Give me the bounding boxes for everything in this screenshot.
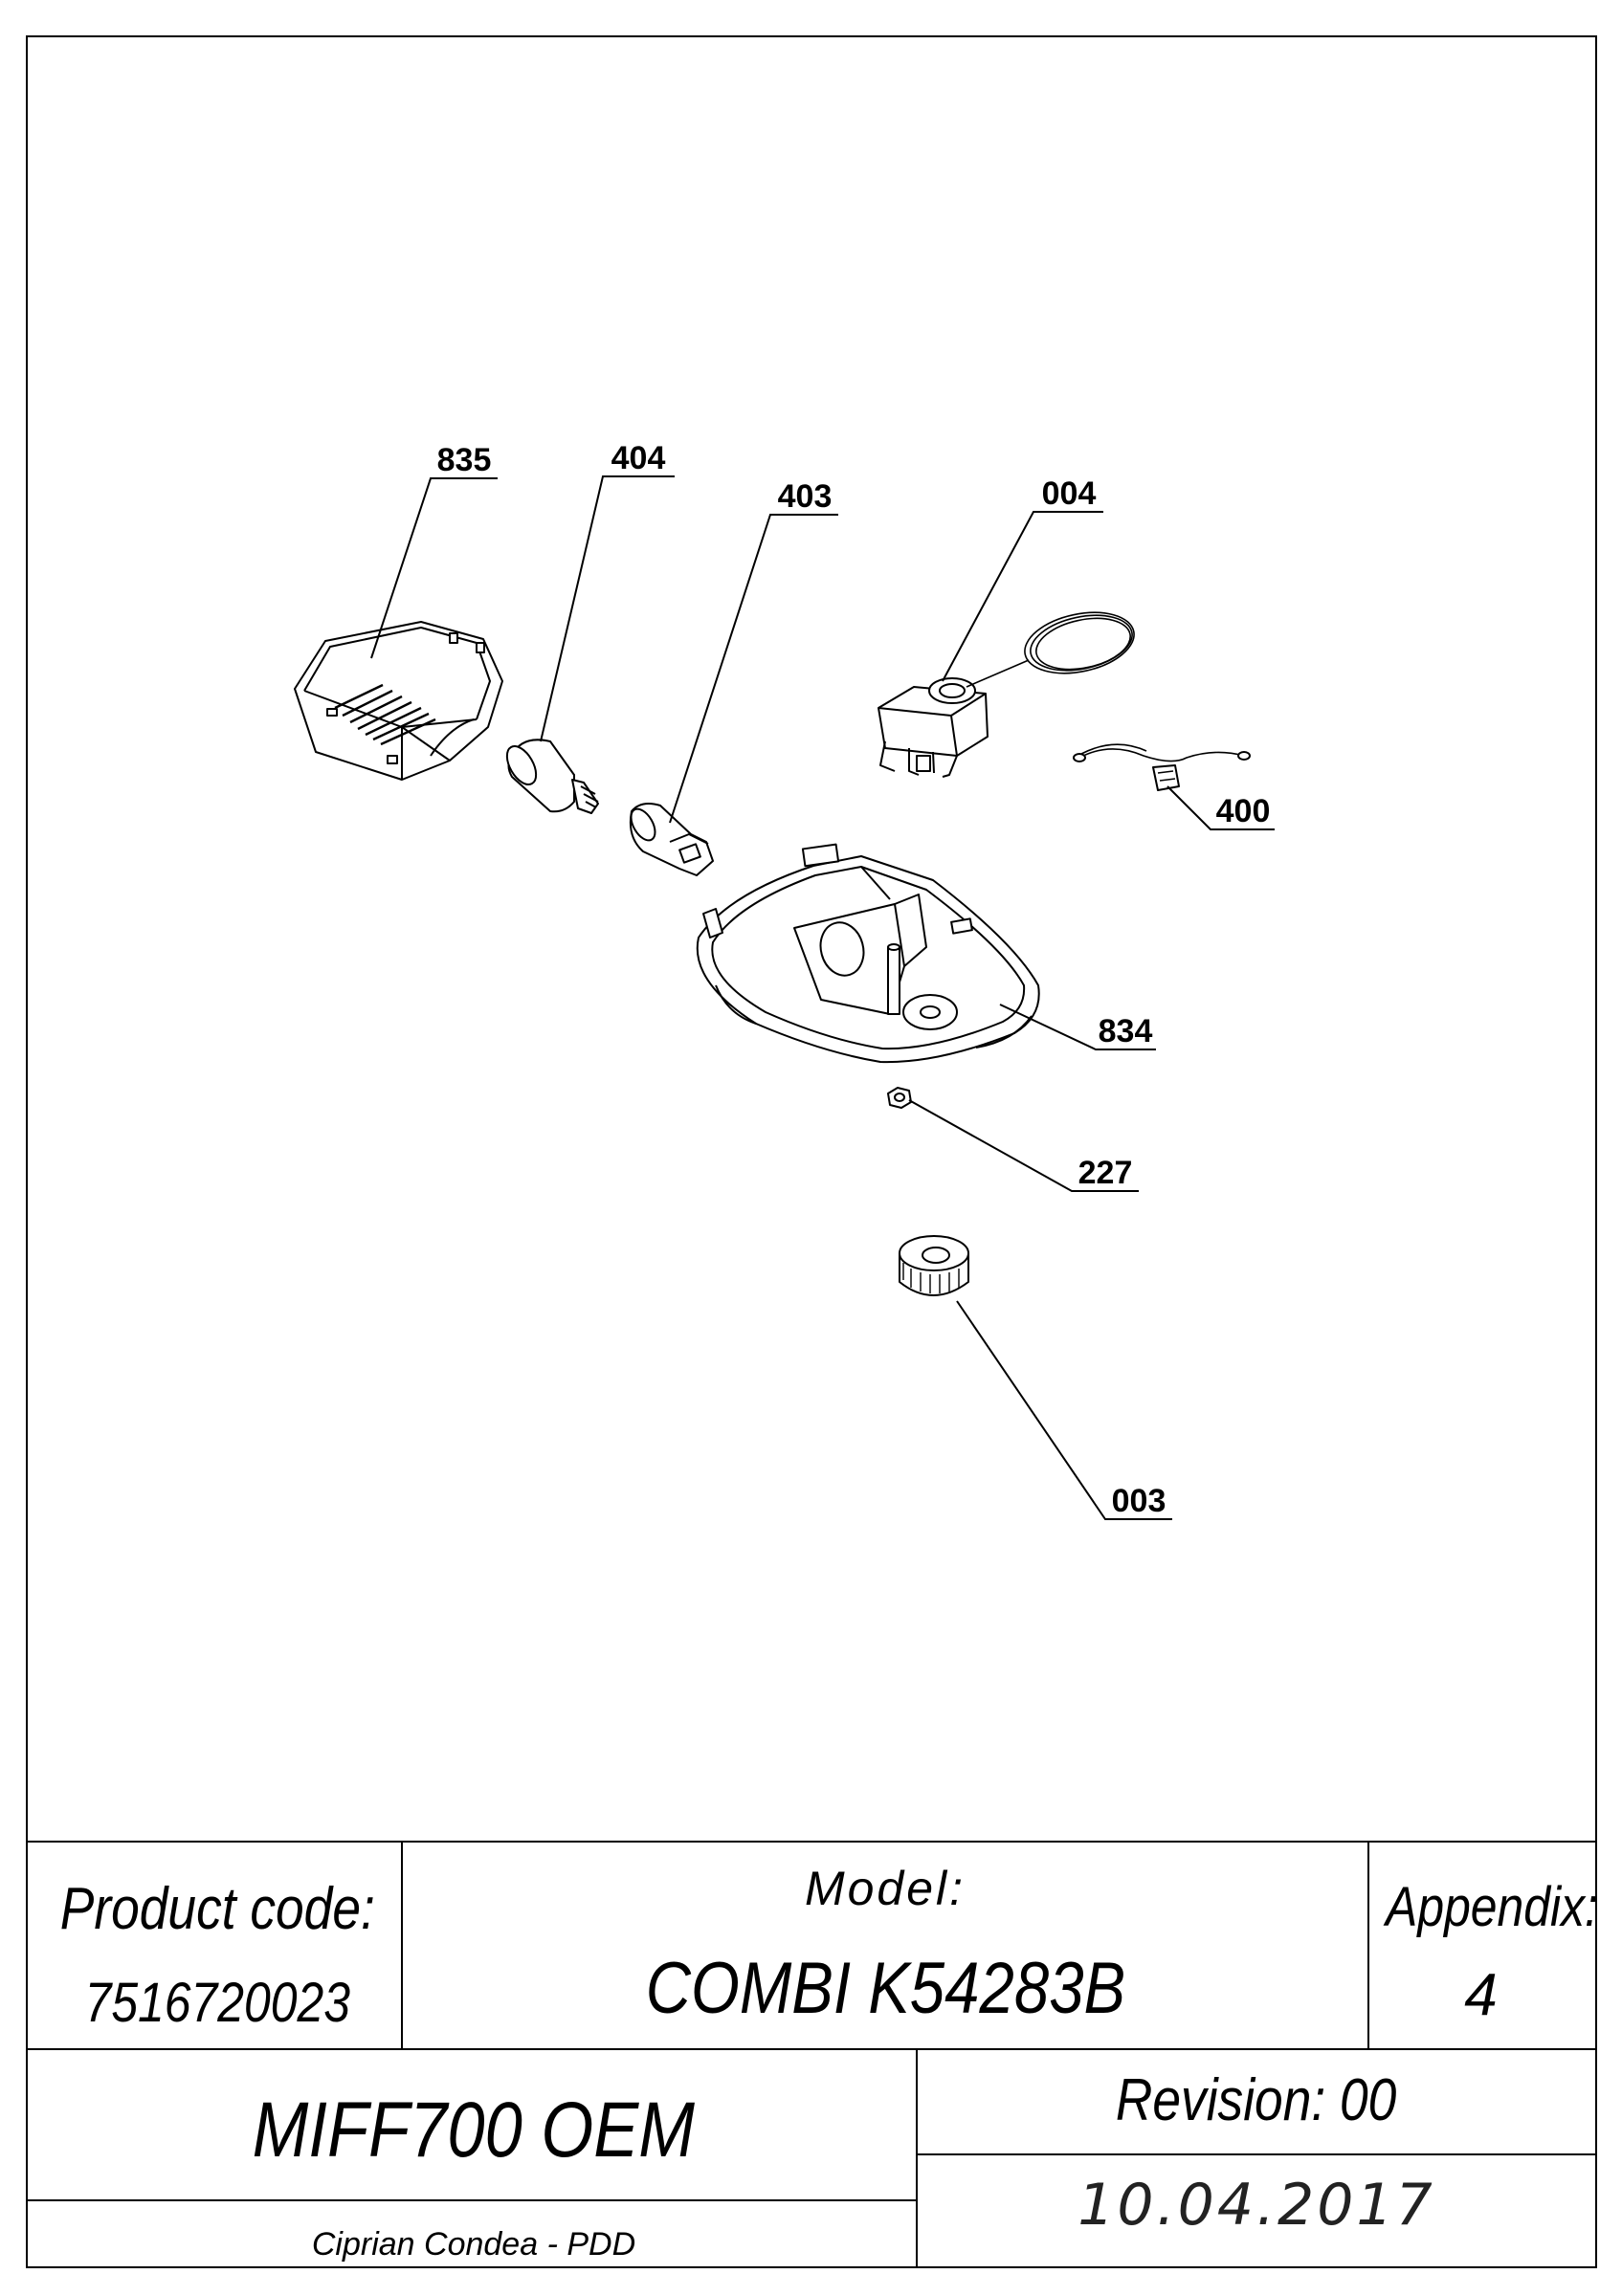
callout-227: 227 — [1078, 1155, 1133, 1191]
title-block-grid — [27, 1841, 1596, 2267]
part-004-thermostat — [878, 611, 1135, 778]
drawing-date: 10.04.2017 — [1078, 2172, 1435, 2239]
drawing-author: Ciprian Condea - PDD — [311, 2226, 636, 2263]
leader-lines — [370, 475, 1275, 1520]
callout-labels: 835 404 403 004 400 834 227 003 — [437, 440, 1271, 1519]
callout-400: 400 — [1216, 793, 1271, 829]
revision-label: Revision: 00 — [1116, 2067, 1397, 2133]
model-label: Model: — [804, 1862, 967, 1915]
part-003-knob — [899, 1235, 969, 1296]
parts — [294, 611, 1251, 1296]
part-404-lamp-bulb — [505, 739, 599, 814]
product-code-label: Product code: — [59, 1876, 376, 1942]
leader-004 — [942, 511, 1103, 682]
part-403-lamp-holder — [629, 803, 714, 876]
leader-834 — [999, 1004, 1156, 1050]
callout-835: 835 — [437, 442, 492, 478]
drawing-name: MIFF700 OEM — [252, 2086, 696, 2174]
leader-003 — [956, 1300, 1172, 1520]
leader-403 — [669, 514, 838, 824]
drawing-frame — [26, 35, 1597, 2268]
appendix-value: 4 — [1464, 1962, 1498, 2028]
product-code-value: 7516720023 — [84, 1972, 351, 2034]
callout-403: 403 — [778, 478, 833, 515]
callout-404: 404 — [611, 440, 666, 476]
leader-227 — [908, 1099, 1139, 1192]
part-834-lamp-housing — [696, 843, 1040, 1064]
part-835-grille-cover — [294, 621, 503, 781]
part-227-nut — [887, 1087, 912, 1109]
appendix-label: Appendix: — [1386, 1876, 1598, 1938]
callout-004: 004 — [1042, 475, 1097, 512]
leader-835 — [370, 477, 498, 659]
leader-404 — [540, 475, 675, 742]
model-value: COMBI K54283B — [645, 1948, 1125, 2029]
callout-834: 834 — [1099, 1013, 1153, 1049]
part-400-wire-connector — [1073, 743, 1251, 791]
callout-003: 003 — [1112, 1483, 1167, 1519]
leader-400 — [1167, 785, 1275, 830]
